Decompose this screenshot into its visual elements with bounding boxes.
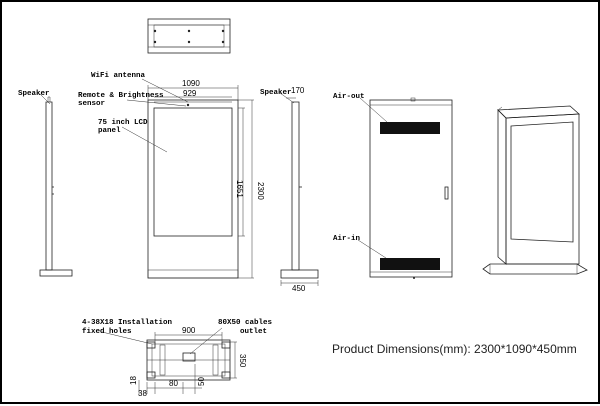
dim-hole-38: 38 [138, 389, 147, 398]
wifi-antenna-label: WiFi antenna [91, 72, 146, 80]
cables-outlet-label-line1: 80X50 cables [218, 319, 273, 327]
dim-hole-18: 18 [129, 376, 138, 385]
dim-side-top: 170 [291, 86, 305, 95]
product-dimensions-caption: Product Dimensions(mm): 2300*1090*450mm [332, 342, 577, 356]
speaker-right-label: Speaker [260, 89, 292, 97]
air-out-vent [380, 122, 440, 134]
install-holes-label-line1: 4-38X18 Installation [82, 319, 173, 327]
dim-base-depth: 350 [238, 354, 247, 368]
lcd-panel-label-line2: panel [98, 127, 121, 135]
left-side-view [39, 93, 73, 277]
cables-outlet-label-line2: outlet [240, 328, 267, 336]
air-in-label: Air-in [333, 235, 361, 243]
isometric-view [482, 105, 588, 275]
remote-sensor-label-line1: Remote & Brightness [78, 92, 164, 100]
front-view [121, 78, 254, 279]
remote-sensor-label-line2: sensor [78, 100, 105, 108]
dim-screen-height: 1651 [235, 180, 244, 198]
install-holes-label-line2: fixed holes [82, 328, 132, 336]
dim-front-width: 1090 [182, 79, 200, 88]
base-plan-view [101, 327, 237, 394]
dim-side-depth: 450 [292, 284, 306, 293]
dim-hole-50: 50 [197, 377, 206, 386]
rear-view [357, 97, 453, 279]
speaker-left-label: Speaker [18, 90, 50, 98]
cables-outlet-cutout [182, 352, 196, 362]
dim-screen-width: 929 [183, 89, 197, 98]
dim-total-height: 2300 [256, 182, 265, 200]
dim-base-width: 900 [182, 326, 196, 335]
air-in-vent [380, 258, 440, 270]
rear-door-handle [444, 186, 449, 200]
top-bracket-view [147, 18, 231, 54]
air-out-label: Air-out [333, 93, 365, 101]
right-side-view [279, 92, 319, 286]
lcd-panel-label-line1: 75 inch LCD [98, 119, 148, 127]
dim-hole-80: 80 [169, 379, 178, 388]
